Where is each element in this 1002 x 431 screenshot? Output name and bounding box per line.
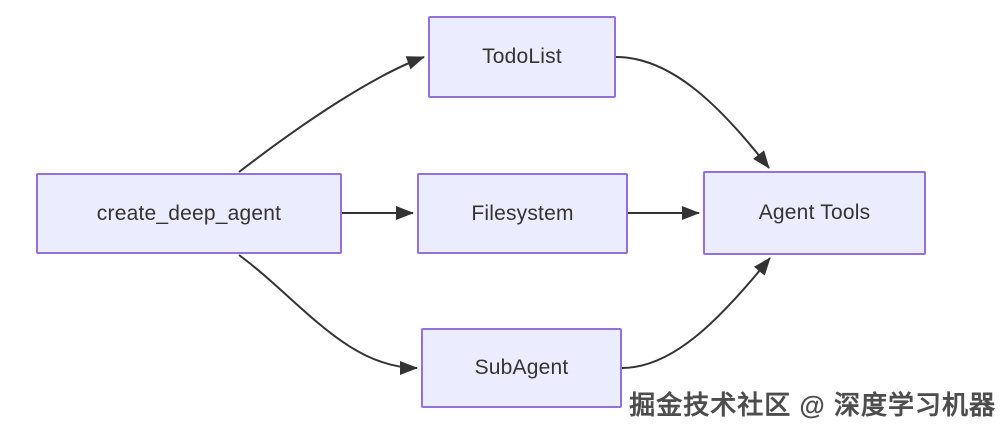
node-todolist: TodoList (428, 16, 616, 98)
edge-todolist-to-agent-tools (615, 56, 770, 169)
edge-subagent-to-agent-tools (621, 257, 771, 369)
node-todolist-label: TodoList (482, 45, 562, 68)
node-agent-tools-label: Agent Tools (758, 201, 871, 224)
node-filesystem-label: Filesystem (471, 201, 574, 225)
node-subagent-label: SubAgent (474, 356, 569, 379)
node-filesystem: Filesystem (417, 173, 628, 254)
watermark-text: 掘金技术社区 @ 深度学习机器 (629, 390, 996, 420)
node-create-deep-agent-label: create_deep_agent (96, 201, 282, 225)
node-subagent: SubAgent (421, 328, 622, 408)
edge-create-deep-agent-to-subagent (238, 254, 418, 375)
node-create-deep-agent: create_deep_agent (36, 173, 342, 254)
node-agent-tools: Agent Tools (703, 171, 926, 255)
edge-create-deep-agent-to-todolist (238, 56, 425, 173)
